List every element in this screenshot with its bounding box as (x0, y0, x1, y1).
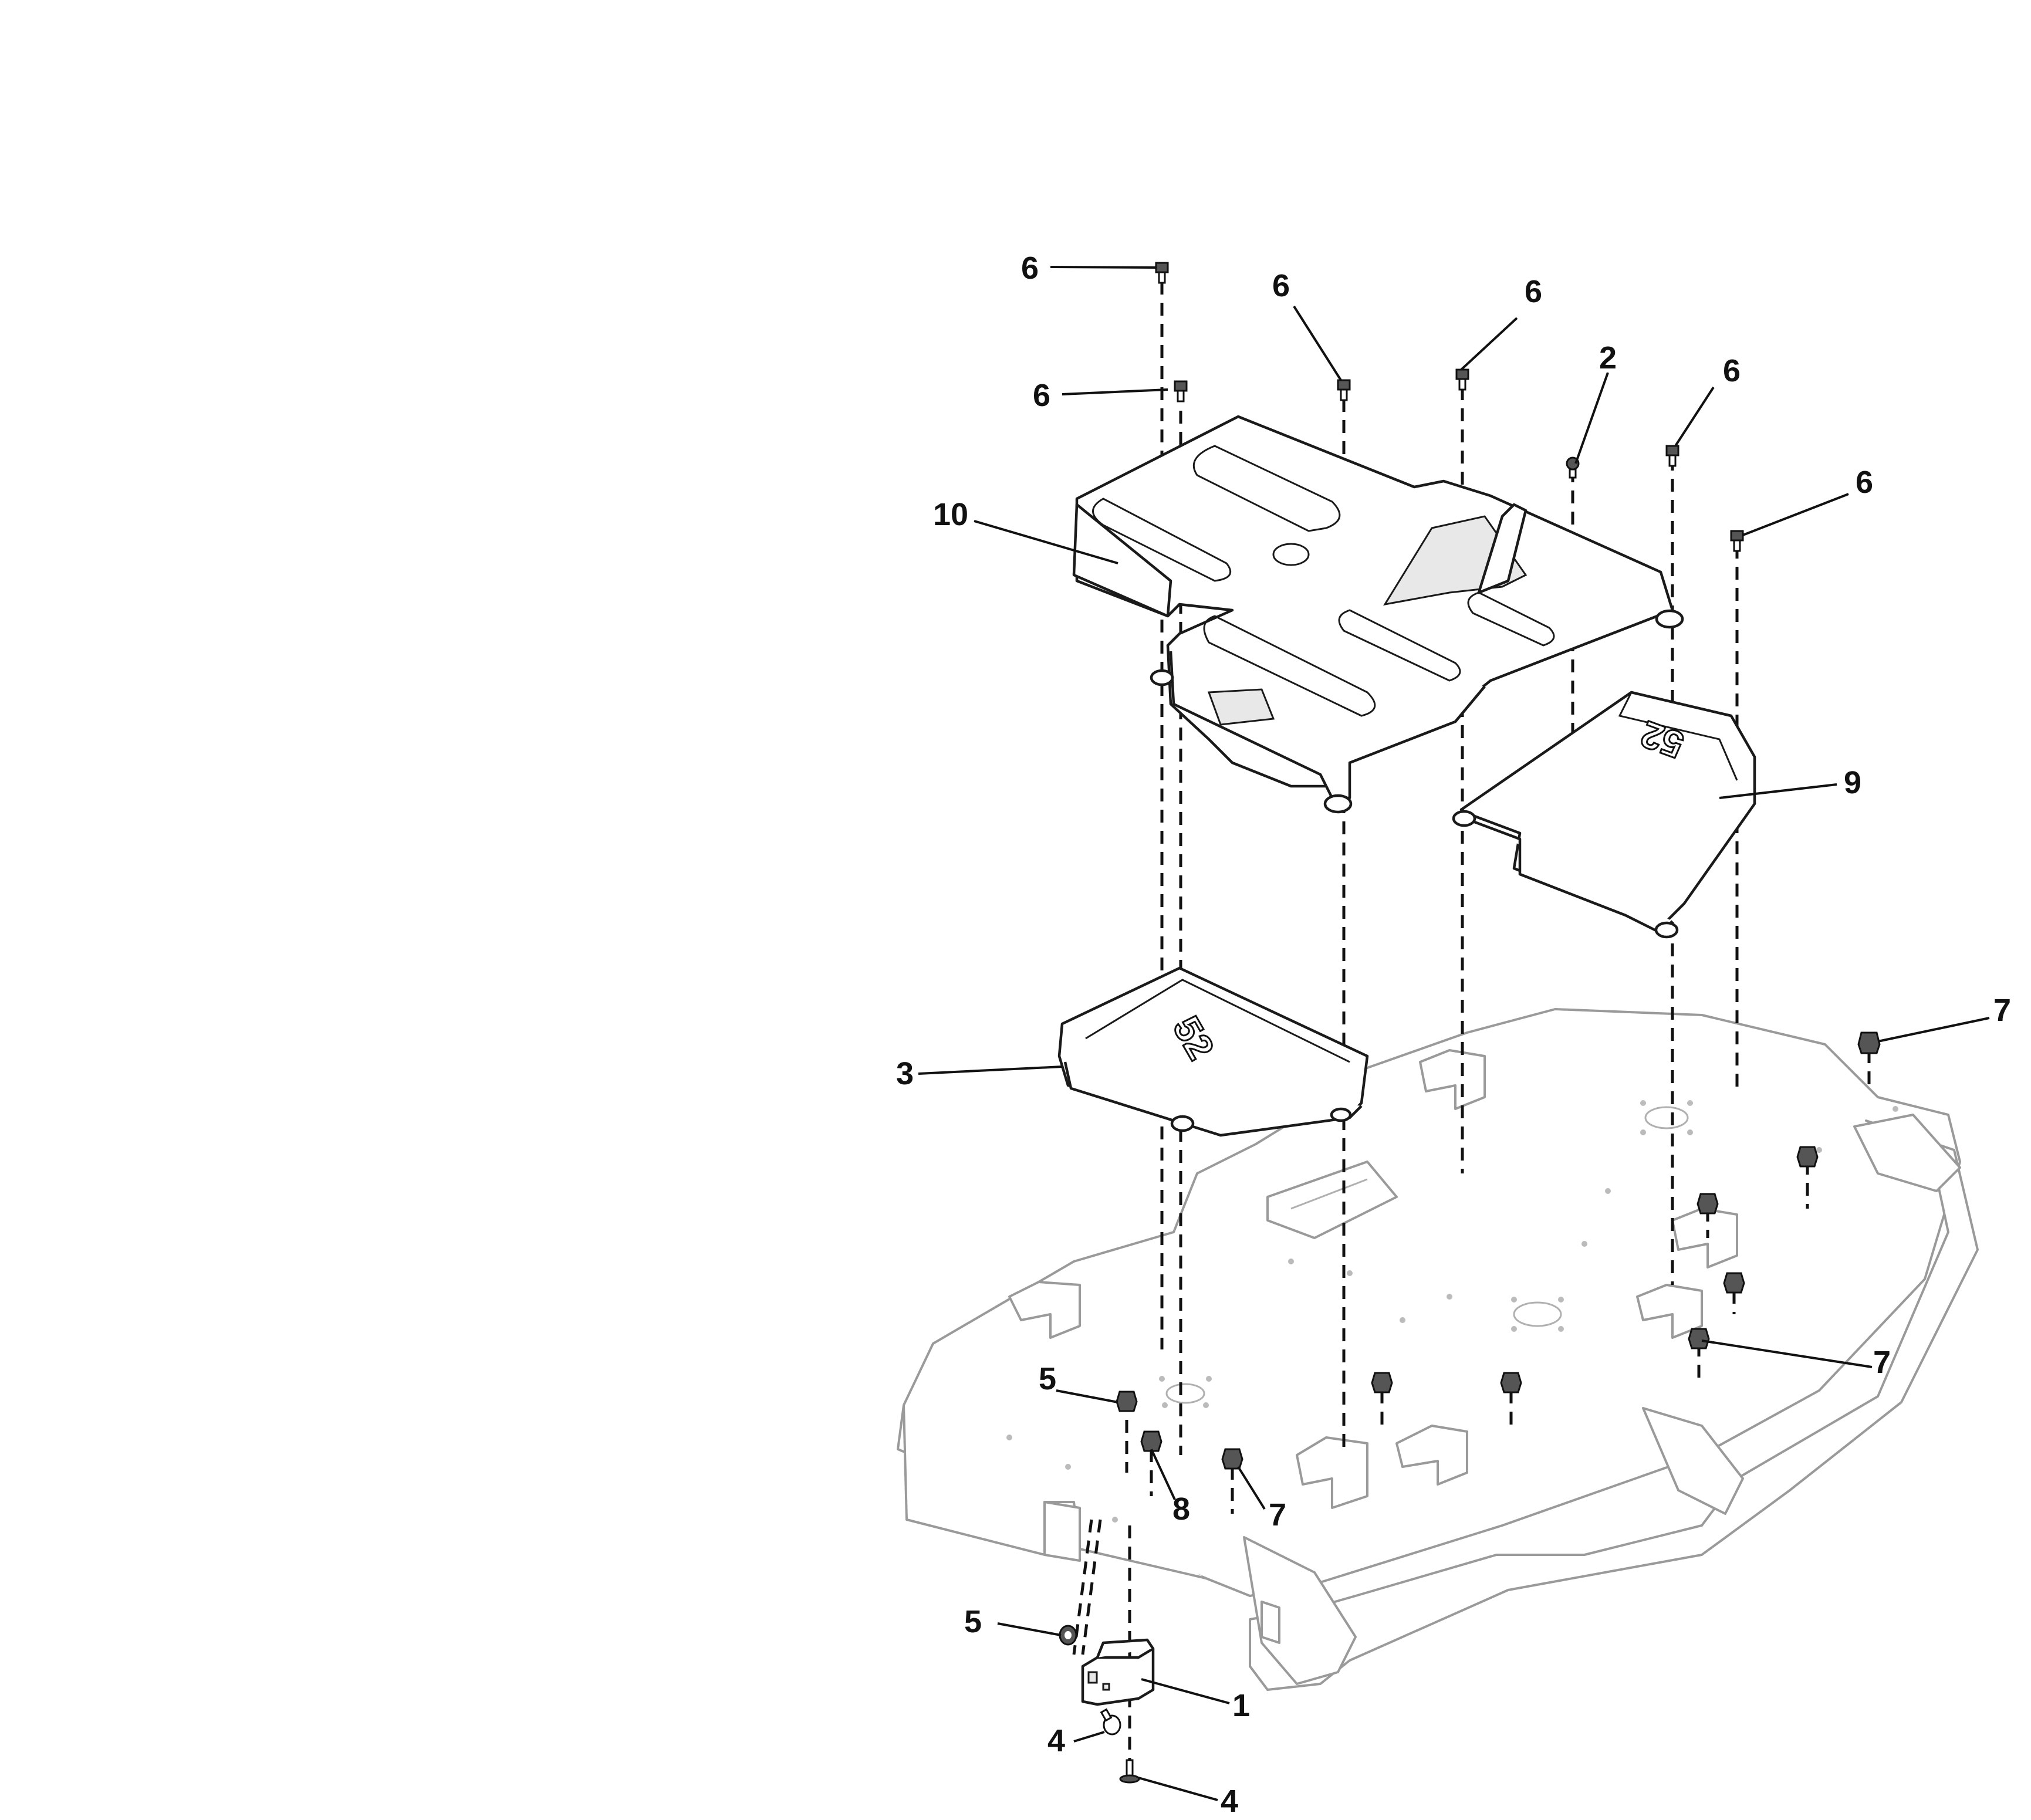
nut-8-icon (1140, 1430, 1162, 1452)
nut-7-icon (1500, 1372, 1522, 1393)
deck-cover-right: 52 (1452, 691, 1756, 939)
nut-7-icon (1697, 1193, 1719, 1215)
nut-7-icon (1688, 1328, 1710, 1349)
callout-2: 2 (1599, 340, 1617, 375)
mower-deck (897, 1008, 1979, 1691)
callout-4-b: 4 (1221, 1784, 1238, 1819)
callout-7-c: 7 (1269, 1497, 1286, 1533)
nut-7-icon (1723, 1272, 1745, 1294)
callout-3: 3 (896, 1056, 914, 1091)
callout-8: 8 (1172, 1491, 1190, 1527)
screw-2-icon (1566, 456, 1580, 479)
callout-7-a: 7 (1993, 993, 2011, 1028)
callout-4-a: 4 (1047, 1723, 1065, 1758)
callout-6-e: 6 (1723, 353, 1741, 388)
nut-7-icon (1221, 1448, 1243, 1470)
bolt-4-icon (1100, 1708, 1121, 1736)
deck-cover-left: 52 (1057, 966, 1369, 1137)
nut-7-icon (1796, 1146, 1819, 1168)
switch-bracket (1081, 1638, 1155, 1706)
callout-10: 10 (933, 497, 968, 532)
nut-5-icon (1116, 1391, 1138, 1412)
bolt-6-icon (1455, 368, 1469, 391)
callout-6-f: 6 (1856, 465, 1873, 500)
callout-6-d: 6 (1525, 274, 1542, 309)
callout-7-b: 7 (1873, 1345, 1891, 1380)
callout-5-a: 5 (1039, 1361, 1056, 1396)
leader-lines (918, 266, 1990, 1801)
callout-9: 9 (1844, 765, 1861, 800)
callout-numbers: 6 6 6 6 2 6 6 10 9 3 7 7 7 8 5 5 1 4 4 (896, 251, 2011, 1819)
nut-7-icon (1371, 1372, 1393, 1393)
bolt-6-icon (1665, 445, 1679, 467)
deck-rivets (1006, 1100, 1898, 1523)
callout-6-b: 6 (1033, 378, 1050, 413)
bolt-6-icon (1337, 379, 1351, 401)
bolt-6-icon (1174, 380, 1188, 402)
callout-6-a: 6 (1021, 251, 1039, 286)
washer-5-icon (1059, 1625, 1077, 1646)
bolt-6-icon (1730, 530, 1744, 552)
callout-6-c: 6 (1272, 268, 1290, 303)
bolt-6-icon (1155, 262, 1169, 284)
nut-7-icon (1857, 1031, 1881, 1054)
callout-5-b: 5 (964, 1604, 982, 1639)
hardware (1059, 262, 1881, 1784)
bolt-4-icon (1119, 1759, 1140, 1784)
callout-1: 1 (1232, 1688, 1250, 1723)
